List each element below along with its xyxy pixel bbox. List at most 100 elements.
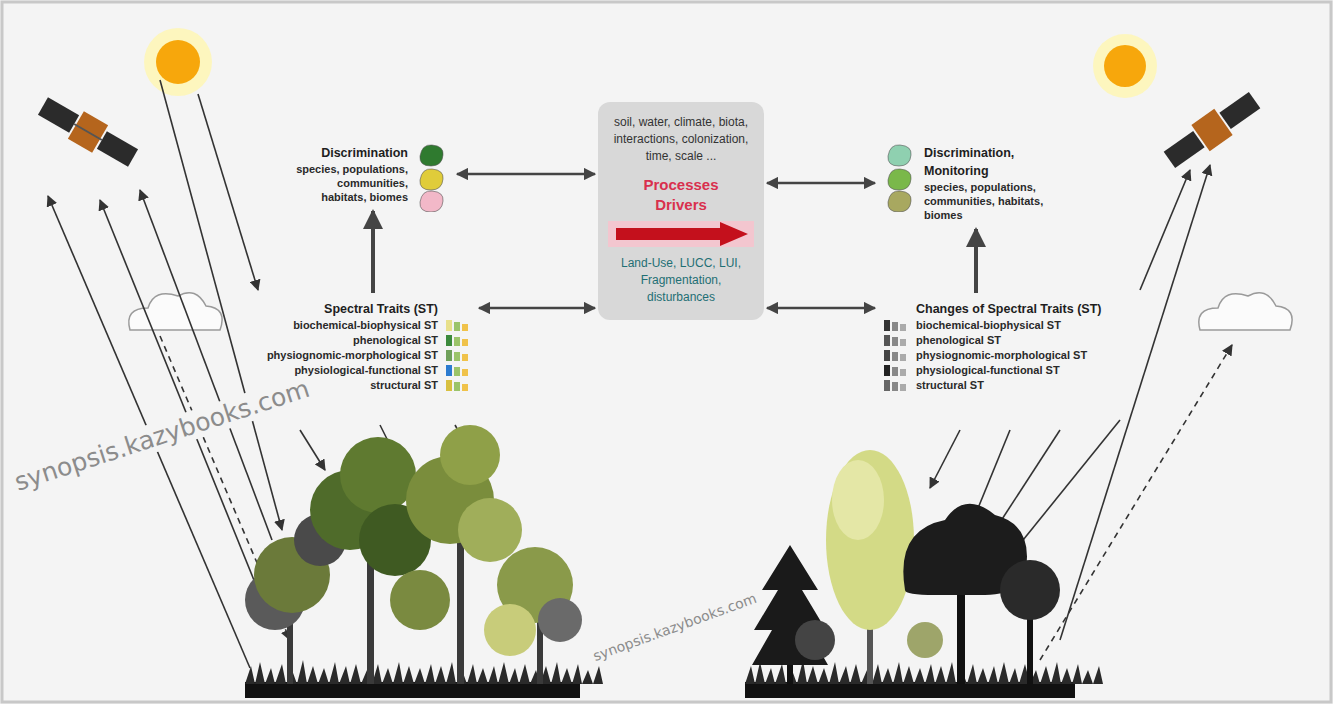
box-text: physiological-functional ST bbox=[266, 363, 438, 378]
box-text: physiological-functional ST bbox=[916, 363, 1110, 378]
trait-icon-part bbox=[892, 322, 898, 331]
outcome-box: Discrimination, Monitoringspecies, popul… bbox=[878, 140, 1074, 226]
trait-icon-part bbox=[454, 382, 460, 391]
trait-icon-part bbox=[900, 354, 906, 361]
trait-icon-part bbox=[884, 335, 890, 346]
box-text: species, populations, communities, habit… bbox=[924, 180, 1070, 222]
right-forest-part bbox=[826, 450, 914, 630]
box-text: phenological ST bbox=[266, 333, 438, 348]
right-forest-part bbox=[907, 622, 943, 658]
box-heading: Changes of Spectral Traits (ST) bbox=[916, 300, 1110, 318]
trait-icon-part bbox=[892, 337, 898, 346]
radiation-arrows-part bbox=[300, 430, 325, 470]
radiation-arrows-part bbox=[140, 190, 272, 540]
box-heading: Spectral Traits (ST) bbox=[266, 300, 438, 318]
radiation-arrows-part bbox=[1040, 345, 1232, 660]
satellite-part-part bbox=[1164, 131, 1205, 168]
radiation-arrows-part bbox=[1060, 165, 1210, 640]
trait-icon-part bbox=[892, 367, 898, 376]
connector-arrow bbox=[371, 211, 375, 293]
box-heading: Discrimination bbox=[296, 144, 408, 162]
left-forest bbox=[245, 425, 603, 698]
trait-icon-part bbox=[884, 380, 890, 391]
trait-icon-part bbox=[892, 352, 898, 361]
trait-icon-part bbox=[884, 365, 890, 376]
trait-icon-part bbox=[884, 320, 890, 331]
trait-icon-part bbox=[900, 339, 906, 346]
trait-icon-part bbox=[462, 369, 468, 376]
trait-icon-part bbox=[900, 324, 906, 331]
satellite-part-part bbox=[1219, 92, 1260, 129]
driver-arrow-part bbox=[608, 221, 754, 247]
habitat-swatch-part bbox=[420, 169, 443, 190]
right-forest-part bbox=[795, 620, 835, 660]
trait-icon-part bbox=[900, 384, 906, 391]
radiation-arrows-part bbox=[1015, 420, 1120, 550]
box-text: phenological ST bbox=[916, 333, 1110, 348]
satellite-part-part bbox=[68, 111, 108, 153]
connector-arrow bbox=[479, 307, 595, 310]
satellite-part-part bbox=[38, 97, 79, 132]
box-text: Land-Use, LUCC, LUI, Fragmentation, dist… bbox=[608, 255, 754, 306]
left-forest-part bbox=[390, 570, 450, 630]
left-forest-part bbox=[440, 425, 500, 485]
left-forest-part bbox=[245, 660, 603, 684]
box-text: physiognomic-morphological ST bbox=[916, 348, 1110, 363]
connector-arrow bbox=[974, 229, 978, 293]
cloud-part bbox=[1199, 293, 1292, 330]
box-text: Processes bbox=[608, 175, 754, 195]
radiation-arrows-part bbox=[198, 94, 258, 290]
box-text: physiognomic-morphological ST bbox=[266, 348, 438, 363]
trait-icon-part bbox=[454, 367, 460, 376]
habitat-swatch-part bbox=[420, 145, 443, 166]
trait-icon-part bbox=[900, 369, 906, 376]
connector-arrow bbox=[767, 307, 875, 310]
box-text: structural ST bbox=[916, 378, 1110, 393]
cloud-part bbox=[129, 293, 222, 330]
driver-arrow bbox=[608, 219, 754, 249]
trait-icon-part bbox=[892, 382, 898, 391]
trait-icon-part bbox=[446, 320, 452, 331]
trait-list-box: Changes of Spectral Traits (ST)biochemic… bbox=[878, 296, 1114, 397]
radiation-arrows-part bbox=[930, 430, 960, 488]
driver-arrow-part bbox=[616, 222, 748, 246]
trait-icon-part bbox=[884, 350, 890, 361]
satellite-part bbox=[1160, 87, 1264, 173]
trait-icon-part bbox=[446, 350, 452, 361]
left-forest-part bbox=[538, 598, 582, 642]
radiation-arrows-part bbox=[1140, 170, 1190, 290]
box-text: species, populations, communities, habit… bbox=[296, 162, 408, 204]
satellite-part bbox=[35, 92, 141, 172]
trait-icon-part bbox=[446, 380, 452, 391]
right-forest-part bbox=[745, 682, 1075, 698]
left-forest-part bbox=[340, 437, 416, 513]
trait-icon-part bbox=[454, 337, 460, 346]
satellite-part-part bbox=[1191, 109, 1232, 151]
trait-icon-part bbox=[462, 339, 468, 346]
left-forest-part bbox=[484, 604, 536, 656]
box-text: biochemical-biophysical ST bbox=[266, 318, 438, 333]
watermark: synopsis.kazybooks.com bbox=[8, 373, 316, 498]
satellite-part-part bbox=[74, 124, 102, 140]
habitat-swatch-part bbox=[888, 169, 911, 190]
sun-part bbox=[156, 40, 200, 84]
satellite-part-part bbox=[97, 131, 138, 166]
trait-icon-part bbox=[454, 322, 460, 331]
trait-icon-part bbox=[446, 335, 452, 346]
right-forest bbox=[745, 450, 1103, 698]
connector-arrow bbox=[767, 182, 875, 185]
outcome-box: Discriminationspecies, populations, comm… bbox=[292, 140, 454, 208]
sun bbox=[144, 28, 1157, 98]
trait-icon-part bbox=[462, 324, 468, 331]
trait-icon-part bbox=[454, 352, 460, 361]
box-heading: Discrimination, Monitoring bbox=[924, 144, 1070, 180]
habitat-swatch bbox=[412, 142, 452, 212]
left-forest-part bbox=[245, 682, 580, 698]
habitat-swatch-part bbox=[888, 191, 911, 212]
sun-part bbox=[144, 28, 212, 96]
habitat-swatch-part bbox=[420, 191, 443, 212]
habitat-swatch-part bbox=[888, 145, 911, 166]
box-heading: soil, water, climate, biota, interaction… bbox=[608, 114, 754, 165]
right-forest-part bbox=[832, 460, 884, 540]
